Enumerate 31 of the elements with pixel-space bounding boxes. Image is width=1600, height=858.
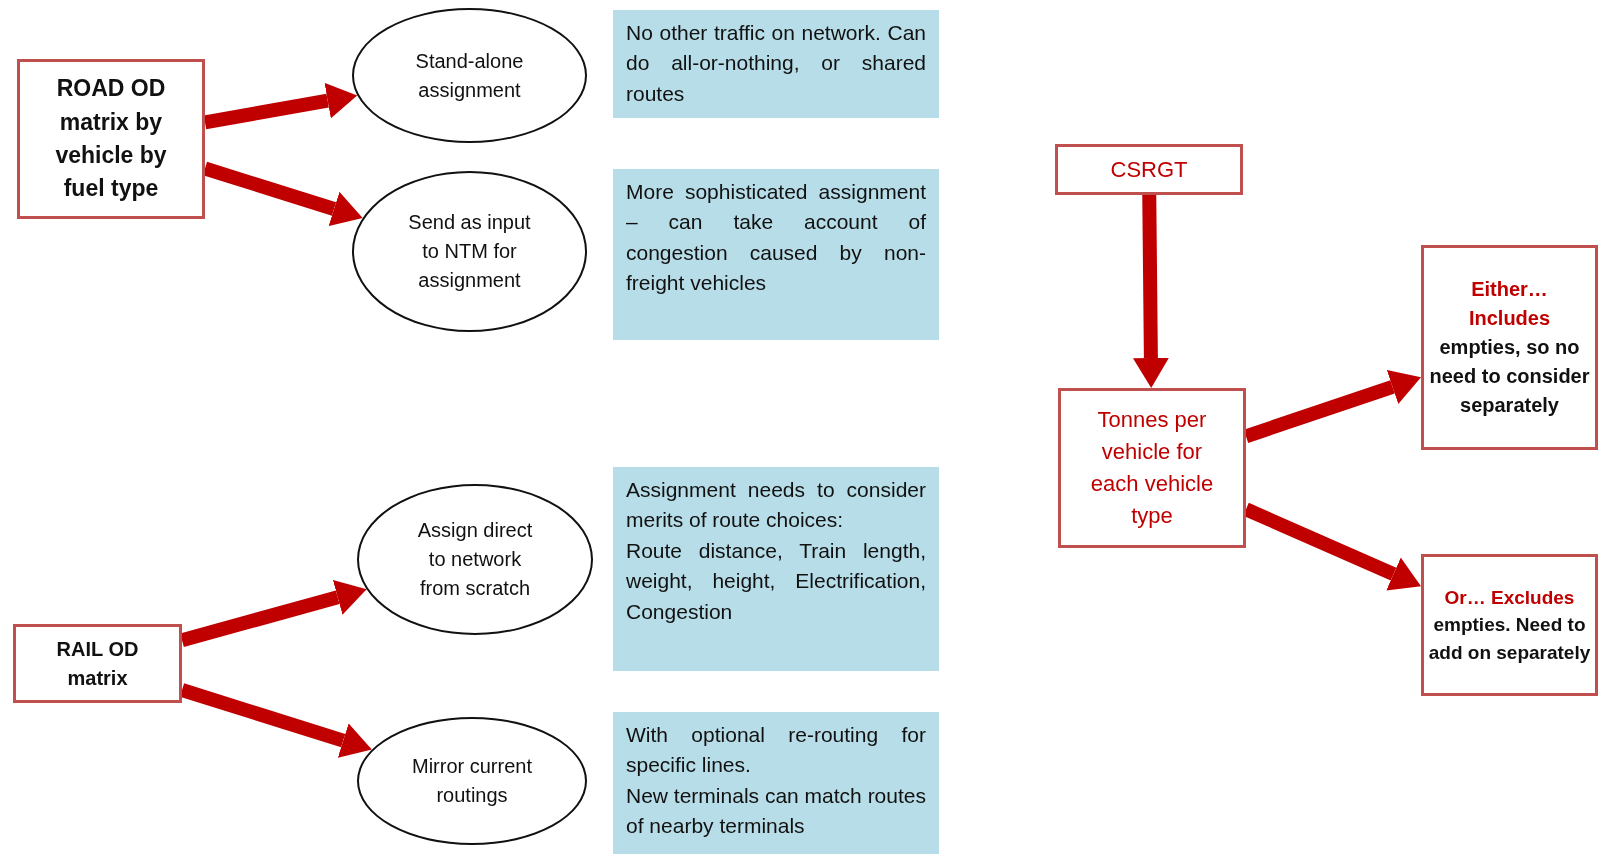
- note-box: [613, 467, 939, 671]
- outlined-box: [17, 59, 205, 219]
- node-text: Mirror current routings: [411, 754, 533, 808]
- node-text: Either… Includes: [1467, 277, 1552, 331]
- note-box: [613, 10, 939, 118]
- node-text: With optional re-routing for specific lines.: [626, 722, 926, 779]
- node-text: empties, so no need to consider separately: [1428, 335, 1591, 418]
- arrow: [1132, 194, 1169, 388]
- outlined-box: [13, 624, 182, 703]
- node-text: Send as input to NTM for assignment: [407, 210, 532, 293]
- node-text: No other traffic on network. Can do all-or-nothing, or shared routes: [626, 20, 926, 107]
- node-text: Tonnes per vehicle for each vehicle type: [1089, 406, 1215, 530]
- node-text: Assignment needs to consider merits of route choices:: [626, 477, 926, 534]
- arrow: [180, 579, 367, 647]
- node-text: More sophisticated assignment – can take account of congestion caused by non-freight vehicles: [626, 179, 926, 297]
- node-text: RAIL OD matrix: [55, 636, 140, 691]
- outlined-box: [1421, 245, 1598, 450]
- arrow: [203, 82, 358, 130]
- node-text: CSRGT: [1110, 155, 1188, 184]
- node-text: Stand-alone assignment: [414, 48, 525, 103]
- outlined-box: [1421, 554, 1598, 696]
- node-text: Or… Excludes: [1444, 585, 1575, 610]
- note-box: [613, 169, 939, 340]
- node-text: empties. Need to add on separately: [1427, 613, 1592, 665]
- outlined-box: [1055, 144, 1243, 195]
- outlined-box: [1058, 388, 1246, 548]
- node-text: New terminals can match routes of nearby terminals: [626, 782, 926, 840]
- node-text: Route distance, Train length, weight, height, Electrification, Congestion: [626, 537, 926, 625]
- node-text: Assign direct to network from scratch: [416, 518, 534, 601]
- note-box: [613, 712, 939, 854]
- node-text: ROAD OD matrix by vehicle by fuel type: [54, 74, 168, 204]
